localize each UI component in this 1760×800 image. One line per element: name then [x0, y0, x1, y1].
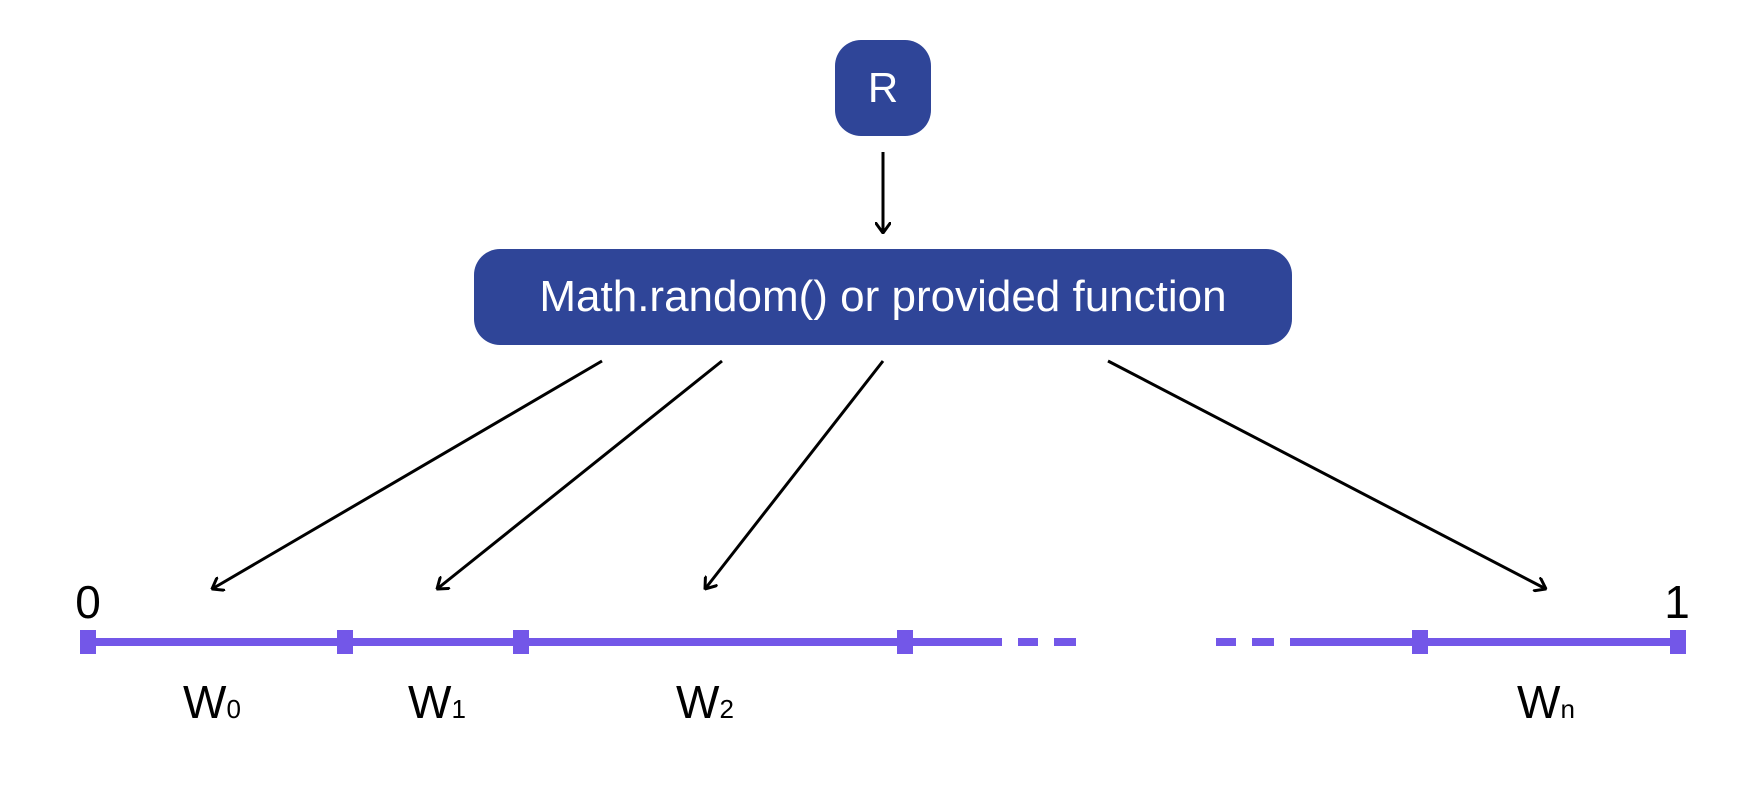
tick-w2-end: [897, 630, 913, 654]
tick-w0-end: [337, 630, 353, 654]
weight-label-w0: W0: [183, 676, 241, 728]
tick-end: [1670, 630, 1686, 654]
r-node-box: [835, 40, 931, 136]
tick-w1-end: [513, 630, 529, 654]
weight-label-wn: Wn: [1517, 676, 1575, 728]
arrow-to-w0: [212, 359, 603, 589]
number-line-end-label: 1: [1664, 576, 1690, 628]
arrow-to-w1: [437, 359, 723, 589]
tick-start: [80, 630, 96, 654]
interval-arrows: [212, 359, 1546, 589]
function-node-box: [474, 249, 1292, 345]
function-node-label: Math.random() or provided function: [539, 272, 1226, 321]
function-node: Math.random() or provided function: [474, 249, 1292, 345]
weight-labels: W0 W1 W2 Wn: [183, 676, 1575, 728]
r-node: R: [835, 40, 931, 136]
weight-label-w1: W1: [408, 676, 466, 728]
weight-label-w2: W2: [676, 676, 734, 728]
arrow-to-wn: [1107, 359, 1546, 589]
r-node-label: R: [868, 64, 898, 111]
number-line-start-label: 0: [75, 576, 101, 628]
number-line: 0 1: [75, 576, 1690, 654]
tick-wn-start: [1412, 630, 1428, 654]
arrow-to-w2: [705, 360, 885, 589]
